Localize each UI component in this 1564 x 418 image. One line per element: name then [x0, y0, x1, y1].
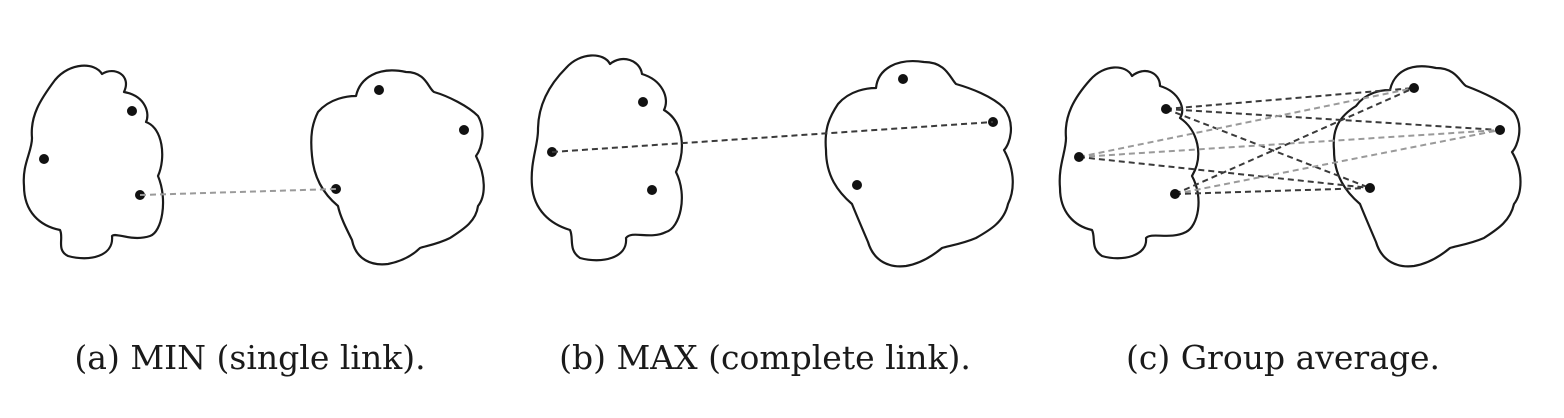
panel-c-point — [1074, 152, 1084, 162]
panel-c-pair-link — [1174, 129, 1501, 195]
panel-c-cluster-right — [1332, 65, 1522, 268]
panel-b-point — [898, 74, 908, 84]
panel-b-max-complete-link — [530, 54, 1014, 268]
panel-b-cluster-left — [530, 54, 683, 262]
panel-b-complete-link — [551, 121, 994, 153]
caption-c: (c) Group average. — [1125, 338, 1441, 377]
panel-c-pair-link — [1078, 156, 1371, 189]
panel-a-point — [374, 85, 384, 95]
panel-c-point — [1170, 189, 1180, 199]
panel-b-point — [852, 180, 862, 190]
panel-a-cluster-left — [22, 64, 165, 260]
panel-a-point — [459, 125, 469, 135]
caption-b: (b) MAX (complete link). — [559, 338, 971, 377]
panel-c-pair-link — [1165, 108, 1371, 189]
panel-a-single-link — [139, 188, 337, 196]
caption-a: (a) MIN (single link). — [74, 338, 426, 377]
panel-c-pair-link — [1078, 87, 1415, 158]
panel-c-point — [1365, 183, 1375, 193]
panel-a-cluster-right — [310, 69, 485, 266]
panel-a-point — [39, 154, 49, 164]
panel-a-point — [331, 184, 341, 194]
panel-c-pair-link — [1174, 187, 1371, 195]
panel-c-group-average — [1058, 65, 1522, 268]
panel-b-point — [638, 97, 648, 107]
panel-c-pair-link — [1174, 87, 1415, 195]
panel-a-point — [127, 106, 137, 116]
panel-c-point — [1161, 104, 1171, 114]
panel-c-pair-link — [1165, 108, 1501, 131]
panel-c-cluster-left — [1058, 66, 1200, 260]
panel-b-cluster-right — [824, 60, 1014, 268]
panel-c-point — [1409, 83, 1419, 93]
panel-c-point — [1495, 125, 1505, 135]
panel-a-min-single-link — [22, 64, 485, 266]
panel-b-point — [647, 185, 657, 195]
panel-c-pair-link — [1165, 87, 1415, 110]
